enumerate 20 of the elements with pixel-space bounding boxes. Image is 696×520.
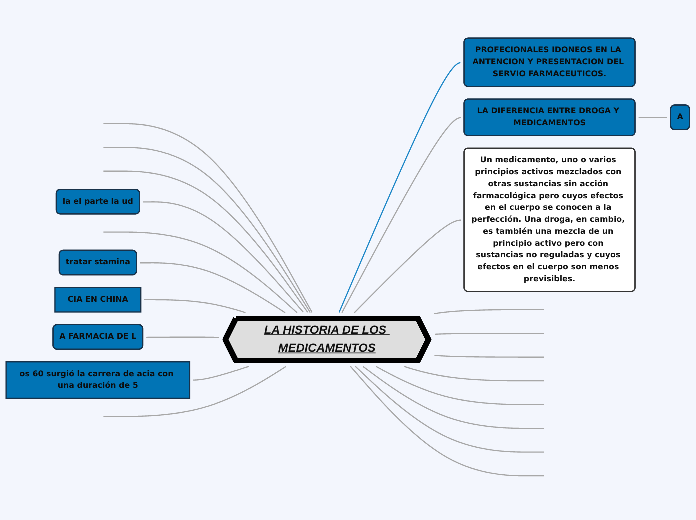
connector-line <box>355 366 545 453</box>
connector-line <box>140 262 286 314</box>
connector-line <box>404 366 545 382</box>
connector-line <box>104 232 298 314</box>
connector-line <box>354 220 462 314</box>
connector-line <box>104 366 286 418</box>
connector-line <box>104 170 308 313</box>
connector-line <box>143 202 304 313</box>
connector-line <box>146 336 220 338</box>
connector-line <box>193 366 250 381</box>
connector-line <box>638 117 668 118</box>
connector-line <box>338 62 461 313</box>
connector-line <box>144 299 246 314</box>
connector-line <box>350 366 545 477</box>
connector-line <box>342 117 462 314</box>
connector-line <box>434 309 544 314</box>
connector-line <box>376 366 544 406</box>
connector-line <box>434 354 544 358</box>
connector-line <box>362 366 545 430</box>
connector-line <box>435 333 544 336</box>
